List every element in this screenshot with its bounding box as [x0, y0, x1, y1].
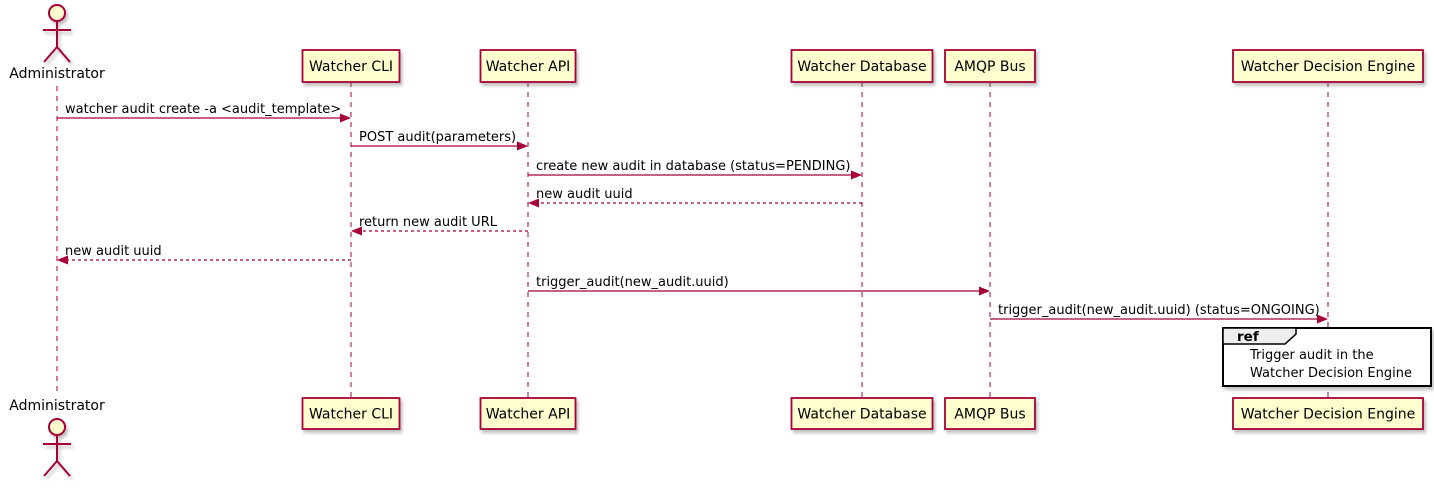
- participant-box-bottom: [790, 397, 934, 430]
- participant-label: AMQP Bus: [954, 59, 1025, 75]
- participant-box-top: [301, 49, 401, 83]
- message-arrowhead: [57, 255, 68, 265]
- actor-label-top: Administrator: [9, 66, 105, 82]
- actor-icon: [43, 418, 71, 477]
- message-arrowhead: [979, 286, 990, 296]
- participant-label: Watcher CLI: [309, 407, 393, 423]
- actor-icon: [43, 4, 71, 63]
- participant-box-bottom: [301, 397, 401, 430]
- message-label: trigger_audit(new_audit.uuid): [536, 275, 729, 290]
- message-arrowhead: [517, 141, 528, 151]
- message-arrowhead: [851, 170, 862, 180]
- participant-label: Watcher API: [486, 59, 571, 75]
- participant-box-top: [790, 49, 934, 83]
- message-label: watcher audit create -a <audit_template>: [65, 102, 341, 117]
- participant-box-top: [1232, 49, 1424, 83]
- message-arrowhead: [528, 198, 539, 208]
- participant-label: Watcher Database: [797, 407, 926, 423]
- message-label: POST audit(parameters): [359, 130, 516, 145]
- message-label: return new audit URL: [359, 215, 498, 230]
- participant-label: Watcher CLI: [309, 59, 393, 75]
- ref-keyword: ref: [1237, 329, 1259, 345]
- participant-label: AMQP Bus: [954, 407, 1025, 423]
- participant-box-bottom: [1232, 397, 1424, 430]
- participant-box-bottom: [944, 397, 1036, 430]
- message-arrowhead: [351, 226, 362, 236]
- message-label: trigger_audit(new_audit.uuid) (status=ON…: [998, 303, 1320, 318]
- ref-tab: [1222, 327, 1297, 345]
- participant-label: Watcher Decision Engine: [1241, 407, 1415, 423]
- message-label: new audit uuid: [536, 187, 633, 202]
- participant-box-top: [479, 49, 577, 83]
- ref-text-line: Trigger audit in the: [1249, 348, 1374, 363]
- participant-label: Watcher Decision Engine: [1241, 59, 1415, 75]
- ref-text-line: Watcher Decision Engine: [1250, 366, 1412, 381]
- participant-label: Watcher API: [486, 407, 571, 423]
- message-label: new audit uuid: [65, 244, 162, 259]
- actor-label-bottom: Administrator: [9, 398, 105, 414]
- participant-box-top: [944, 49, 1036, 83]
- participant-label: Watcher Database: [797, 59, 926, 75]
- message-arrowhead: [340, 113, 351, 123]
- message-arrowhead: [1317, 314, 1328, 324]
- participant-box-bottom: [479, 397, 577, 430]
- message-label: create new audit in database (status=PEN…: [536, 159, 851, 174]
